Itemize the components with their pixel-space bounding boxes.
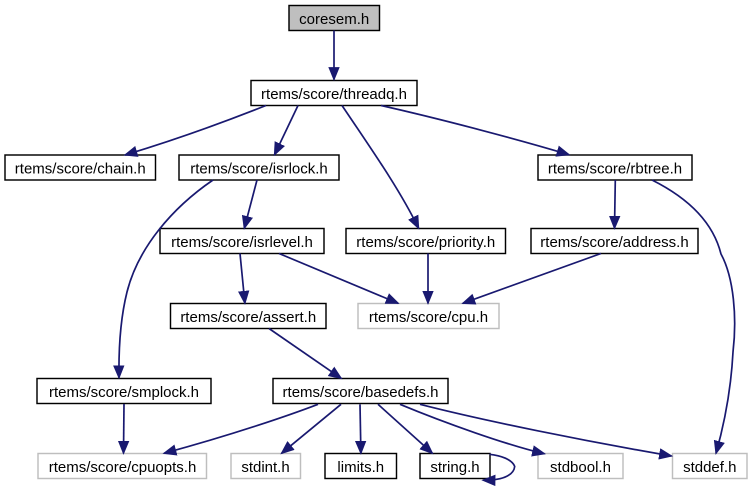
svg-text:rtems/score/isrlock.h: rtems/score/isrlock.h [190, 161, 328, 178]
svg-text:rtems/score/address.h: rtems/score/address.h [540, 234, 688, 251]
svg-text:stddef.h: stddef.h [683, 459, 736, 476]
svg-text:rtems/score/chain.h: rtems/score/chain.h [15, 161, 146, 178]
svg-text:string.h: string.h [430, 459, 479, 476]
svg-text:stdint.h: stdint.h [241, 459, 289, 476]
svg-text:stdbool.h: stdbool.h [550, 459, 611, 476]
svg-text:coresem.h: coresem.h [299, 11, 369, 28]
svg-text:rtems/score/threadq.h: rtems/score/threadq.h [261, 86, 407, 103]
svg-text:rtems/score/priority.h: rtems/score/priority.h [356, 234, 495, 251]
svg-text:rtems/score/basedefs.h: rtems/score/basedefs.h [283, 384, 439, 401]
svg-text:rtems/score/cpuopts.h: rtems/score/cpuopts.h [49, 459, 197, 476]
svg-text:rtems/score/cpu.h: rtems/score/cpu.h [369, 309, 488, 326]
svg-text:rtems/score/isrlevel.h: rtems/score/isrlevel.h [171, 234, 313, 251]
svg-text:rtems/score/assert.h: rtems/score/assert.h [180, 309, 316, 326]
svg-text:rtems/score/smplock.h: rtems/score/smplock.h [49, 384, 199, 401]
svg-text:rtems/score/rbtree.h: rtems/score/rbtree.h [548, 161, 682, 178]
svg-text:limits.h: limits.h [337, 459, 384, 476]
